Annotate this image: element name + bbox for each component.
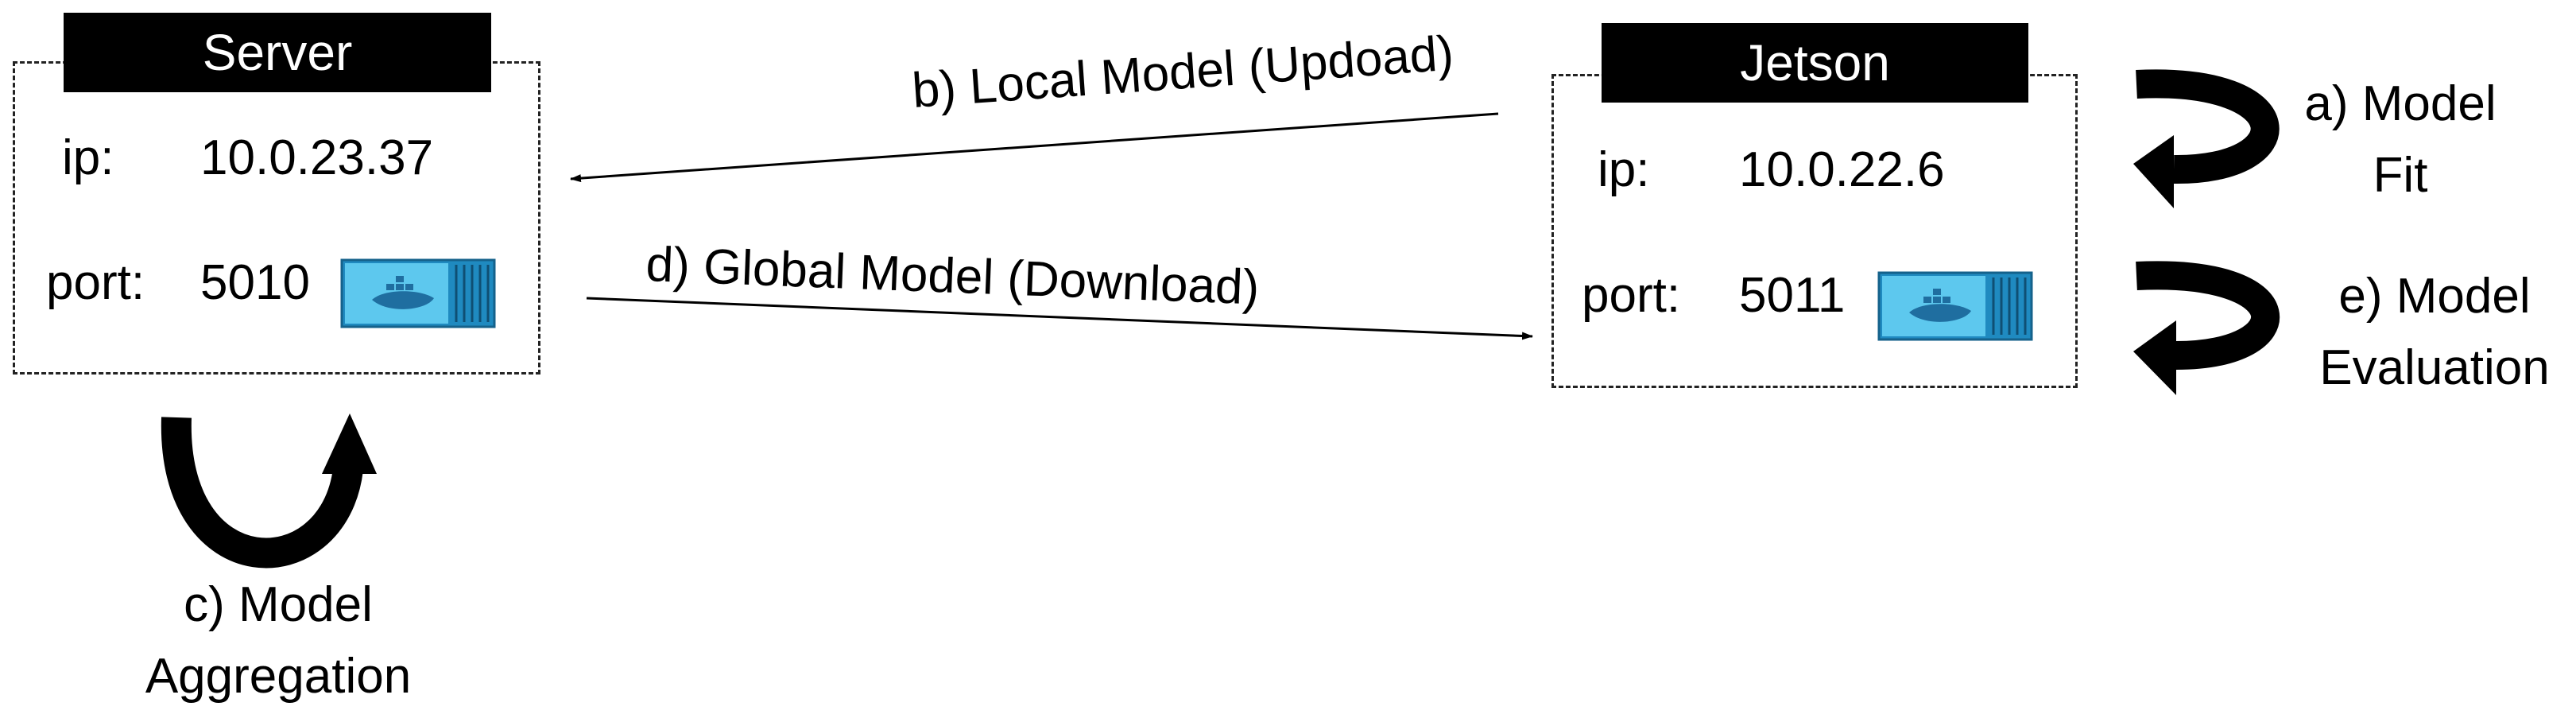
server-ip-label: ip: bbox=[62, 130, 114, 185]
evaluation-curved-arrow bbox=[2133, 261, 2280, 395]
upload-arrow bbox=[570, 112, 1499, 183]
jetson-ip-label: ip: bbox=[1598, 142, 1650, 197]
evaluation-step-line-2: Evaluation bbox=[2319, 340, 2550, 395]
docker-container-icon bbox=[1877, 271, 2033, 341]
fit-step-line-1: a) Model bbox=[2304, 76, 2497, 131]
server-title: Server bbox=[64, 13, 491, 92]
fit-step-line-2: Fit bbox=[2373, 147, 2428, 203]
docker-container-icon bbox=[340, 258, 496, 328]
evaluation-step-line-1: e) Model bbox=[2338, 269, 2531, 324]
aggregation-step-label: c) Model Aggregation bbox=[119, 569, 437, 712]
server-ip-value: 10.0.23.37 bbox=[200, 130, 434, 185]
server-port-value: 5010 bbox=[200, 255, 310, 310]
server-port-label: port: bbox=[46, 255, 145, 310]
fit-curved-arrow bbox=[2133, 69, 2280, 208]
download-arrow bbox=[586, 297, 1533, 340]
fit-step-label: a) Model Fit bbox=[2281, 68, 2520, 212]
jetson-title: Jetson bbox=[1602, 23, 2028, 103]
aggregation-step-line-1: c) Model bbox=[184, 577, 373, 632]
aggregation-step-line-2: Aggregation bbox=[145, 648, 412, 704]
aggregation-curved-arrow bbox=[161, 413, 377, 569]
jetson-ip-value: 10.0.22.6 bbox=[1739, 142, 1945, 197]
jetson-port-label: port: bbox=[1582, 268, 1681, 323]
jetson-port-value: 5011 bbox=[1739, 268, 1846, 323]
evaluation-step-label: e) Model Evaluation bbox=[2299, 261, 2570, 404]
